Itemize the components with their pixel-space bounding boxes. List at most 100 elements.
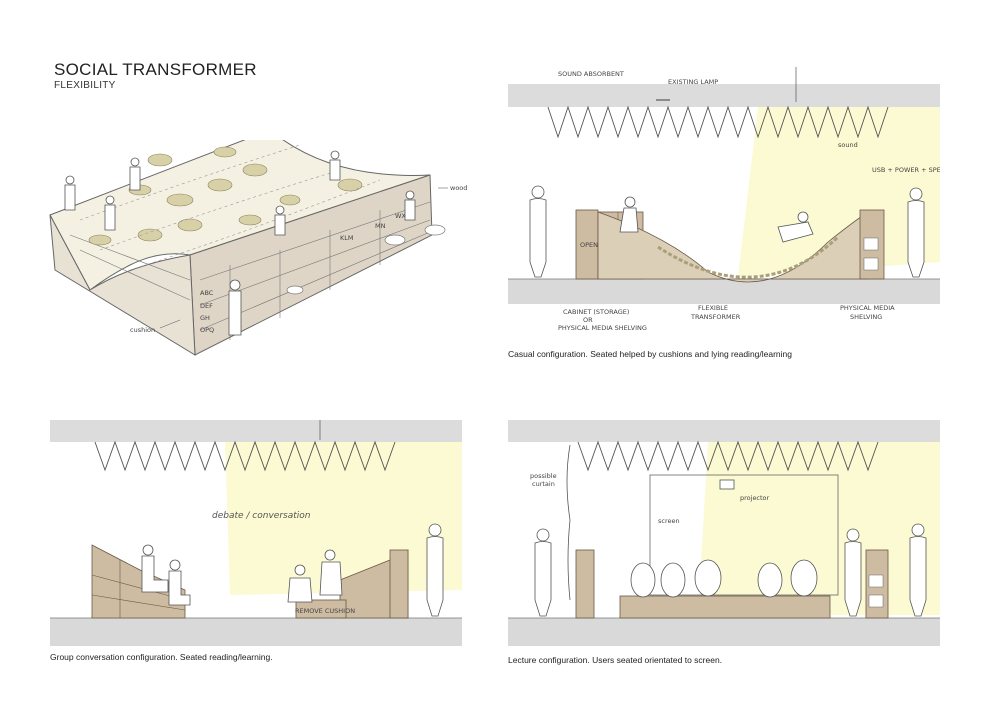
cushion <box>213 146 237 158</box>
projection-screen <box>649 474 839 596</box>
label-curtain: curtain <box>532 480 555 488</box>
cushion <box>238 214 262 226</box>
sound-absorbent-panels <box>547 105 889 139</box>
people <box>141 523 444 617</box>
floor-band <box>508 618 940 646</box>
shelf-letter: OPQ <box>200 326 214 334</box>
person-figure <box>329 150 341 181</box>
label-cabinet-2: OR <box>583 316 593 324</box>
person-figure <box>404 190 416 221</box>
cushion-chain <box>657 235 840 279</box>
label-remove-cushion: REMOVE CUSHION <box>295 607 355 615</box>
person-standing <box>529 185 547 278</box>
person-seated <box>660 562 686 598</box>
people <box>64 150 416 336</box>
person-figure <box>64 175 76 211</box>
ceiling-band <box>508 420 940 442</box>
person-standing <box>426 523 444 617</box>
removed-cushion <box>295 599 347 619</box>
shelf-letter: DEF <box>200 302 213 310</box>
person-figure <box>274 205 286 236</box>
person-seated <box>630 562 656 598</box>
curtain <box>566 444 571 601</box>
person-figure <box>129 157 141 191</box>
label-usb: USB + POWER + SPEAKER <box>872 166 940 174</box>
person-seated <box>619 196 639 233</box>
label-wood: wood <box>450 184 467 192</box>
label-cabinet-3: PHYSICAL MEDIA SHELVING <box>558 324 647 332</box>
projector <box>719 479 735 490</box>
person-standing <box>909 523 927 617</box>
shelf-letter: WXY <box>395 212 410 220</box>
floor-cushions <box>286 224 446 295</box>
person-figure <box>228 279 242 336</box>
floor-band <box>50 618 462 646</box>
floor-cushion <box>424 224 446 236</box>
label-physical-1: PHYSICAL MEDIA <box>840 304 895 312</box>
caption-lecture: Lecture configuration. Users seated orie… <box>508 655 723 665</box>
person-gesturing <box>319 549 343 596</box>
ceiling-band <box>50 420 462 442</box>
casual-configuration-section: SOUND ABSORBENT EXISTING LAMP sound USB … <box>508 67 940 332</box>
shelf-letters: ABC DEF GH OPQ KLM MN WXY <box>200 212 410 334</box>
person-figure <box>104 195 116 231</box>
label-sound-absorbent: SOUND ABSORBENT <box>558 70 624 78</box>
page-title: SOCIAL TRANSFORMER <box>54 60 257 79</box>
shelf-letter: MN <box>375 222 386 230</box>
caption-group: Group conversation configuration. Seated… <box>50 652 273 662</box>
label-screen: screen <box>658 517 680 525</box>
cushions <box>88 146 363 246</box>
label-flexible-2: TRANSFORMER <box>690 313 741 321</box>
group-configuration-section: debate / conversation REMOVE CUSHION <box>50 420 462 646</box>
contour-lines <box>79 144 381 271</box>
cushion <box>337 178 363 192</box>
person-standing <box>534 528 552 617</box>
person-standing <box>844 528 862 617</box>
person-seated <box>168 559 191 606</box>
cushion <box>166 193 194 207</box>
flexible-transformer <box>597 211 869 283</box>
shelf-letter: KLM <box>340 234 354 242</box>
shelving <box>389 549 409 619</box>
person-seated <box>757 562 783 598</box>
floor-band <box>508 279 940 304</box>
label-existing-lamp: EXISTING LAMP <box>668 78 718 86</box>
lecture-configuration-section: possible curtain projector screen <box>508 420 940 646</box>
floor-cushion <box>286 285 304 295</box>
label-possible: possible <box>530 472 557 480</box>
seat-platform <box>619 595 831 619</box>
cushion <box>147 153 173 167</box>
sound-absorbent-panels <box>94 440 396 472</box>
people <box>529 185 925 278</box>
cushion <box>177 218 203 232</box>
label-sound: sound <box>838 141 858 149</box>
person-seated <box>141 544 169 593</box>
cushion <box>242 163 268 177</box>
cushion <box>137 228 163 242</box>
person-gesturing <box>287 564 313 603</box>
label-physical-2: SHELVING <box>850 313 882 321</box>
cushion <box>88 234 112 246</box>
shelf-letter: GH <box>200 314 210 322</box>
label-debate: debate / conversation <box>212 511 311 521</box>
cushion <box>279 194 301 206</box>
page-subtitle: FLEXIBILITY <box>54 80 116 91</box>
person-lying <box>777 211 814 243</box>
person-seated <box>790 559 818 597</box>
transformer-left-wall <box>49 214 196 356</box>
label-open: OPEN <box>580 241 598 249</box>
label-cabinet-1: CABINET (STORAGE) <box>563 308 629 316</box>
person-seated <box>694 559 722 597</box>
floor-cushion <box>384 234 406 246</box>
sound-absorbent-panels <box>577 440 879 472</box>
person-standing <box>907 187 925 278</box>
isometric-sketch: ABC DEF GH OPQ KLM MN WXY <box>49 140 467 356</box>
label-projector: projector <box>740 494 770 502</box>
shelf-letter: ABC <box>200 289 214 297</box>
caption-casual: Casual configuration. Seated helped by c… <box>508 349 792 359</box>
ceiling-band <box>508 84 940 107</box>
cushion <box>207 178 233 192</box>
label-cushion: cushion <box>130 326 155 334</box>
people <box>534 523 927 617</box>
cabinet <box>575 549 595 619</box>
